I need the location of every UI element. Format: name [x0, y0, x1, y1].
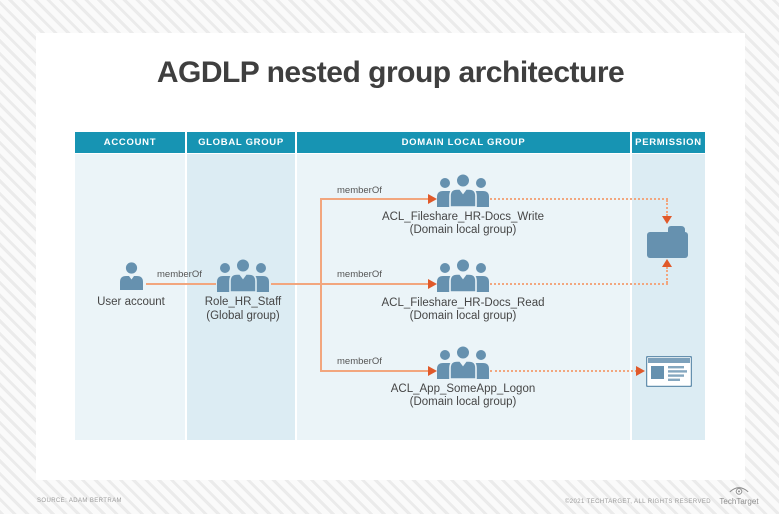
edge-label-user-memberof: memberOf	[157, 269, 202, 280]
column-header-domain-local-group: DOMAIN LOCAL GROUP	[297, 132, 630, 153]
source-credit: SOURCE: ADAM BERTRAM	[37, 498, 122, 504]
connector-branch-vertical	[320, 198, 322, 372]
arrowhead-into-logon-group	[428, 366, 437, 376]
column-band-account	[75, 154, 185, 440]
techtarget-logo: TechTarget	[712, 486, 766, 506]
domain-local-group-logon-icon	[437, 345, 489, 379]
arrowhead-into-folder-top	[662, 216, 672, 224]
dl-write-name: ACL_Fileshare_HR-Docs_Write	[381, 211, 545, 223]
column-band-global-group	[187, 154, 295, 440]
edge-label-write-memberof: memberOf	[337, 185, 382, 196]
domain-local-group-read-icon	[437, 258, 489, 292]
connector-branch-to-write	[321, 198, 429, 200]
global-group-icon	[217, 258, 269, 292]
dashed-read-to-folder-rise	[666, 267, 668, 283]
dashed-logon-to-app	[490, 370, 637, 372]
application-icon	[646, 356, 692, 387]
user-account-label: User account	[97, 296, 165, 308]
dashed-read-to-folder	[490, 283, 668, 285]
global-group-type: (Global group)	[206, 310, 280, 322]
column-header-permission: PERMISSION	[632, 132, 705, 153]
column-band-permission	[632, 154, 705, 440]
arrowhead-into-app	[636, 366, 645, 376]
edge-label-logon-memberof: memberOf	[337, 356, 382, 367]
dl-read-name: ACL_Fileshare_HR-Docs_Read	[381, 297, 545, 309]
user-icon	[120, 262, 143, 290]
dashed-write-to-folder-drop	[666, 200, 668, 216]
dashed-write-to-folder	[490, 198, 668, 200]
dl-read-type: (Domain local group)	[409, 310, 517, 322]
column-header-account: ACCOUNT	[75, 132, 185, 153]
global-group-name: Role_HR_Staff	[204, 296, 282, 308]
connector-user-to-global	[146, 283, 216, 285]
techtarget-wordmark: TechTarget	[719, 497, 759, 506]
arrowhead-into-write-group	[428, 194, 437, 204]
arrowhead-into-folder-bottom	[662, 259, 672, 267]
connector-branch-to-logon	[321, 370, 429, 372]
folder-icon	[647, 226, 688, 258]
arrowhead-into-read-group	[428, 279, 437, 289]
dl-write-type: (Domain local group)	[409, 224, 517, 236]
edge-label-read-memberof: memberOf	[337, 269, 382, 280]
domain-local-group-write-icon	[437, 173, 489, 207]
copyright-notice: ©2021 TECHTARGET, ALL RIGHTS RESERVED	[564, 499, 711, 505]
dl-logon-type: (Domain local group)	[409, 396, 517, 408]
page-title: AGDLP nested group architecture	[156, 56, 625, 89]
dl-logon-name: ACL_App_SomeApp_Logon	[390, 383, 536, 395]
eye-icon	[729, 487, 749, 495]
connector-global-to-branch	[271, 283, 429, 285]
column-header-global-group: GLOBAL GROUP	[187, 132, 295, 153]
